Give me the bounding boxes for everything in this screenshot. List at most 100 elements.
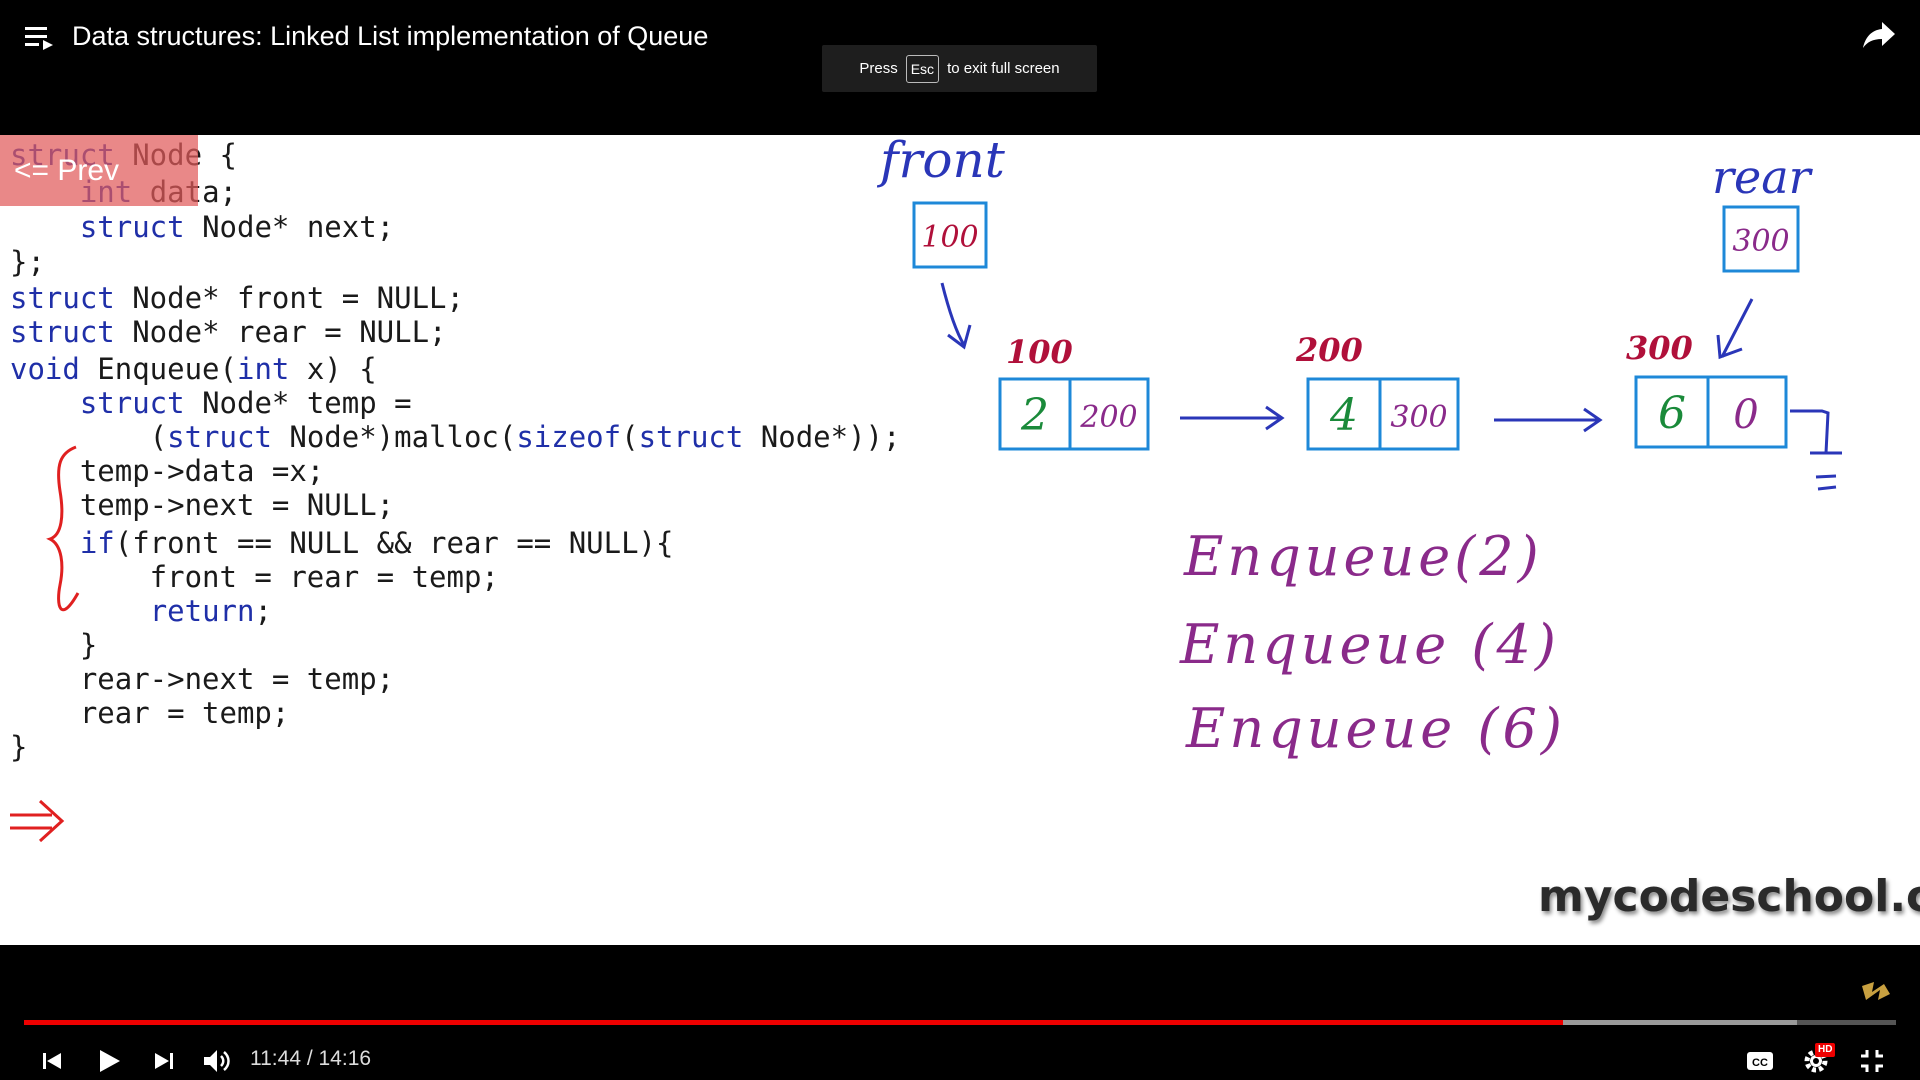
code-line: struct Node* front = NULL;: [10, 278, 464, 318]
video-frame[interactable]: struct Node { int data; struct Node* nex…: [0, 135, 1920, 945]
code-keyword: sizeof: [516, 420, 622, 454]
video-title[interactable]: Data structures: Linked List implementat…: [72, 21, 709, 51]
node-2-data: 4: [1329, 390, 1358, 441]
prev-button[interactable]: <= Prev: [0, 135, 198, 206]
code-text: }: [10, 628, 98, 662]
exit-fullscreen-icon[interactable]: [1856, 1045, 1888, 1077]
code-line: if(front == NULL && rear == NULL){: [10, 523, 674, 563]
code-line: struct Node* rear = NULL;: [10, 312, 447, 352]
null-ground-symbol: [1790, 409, 1842, 491]
time-display: 11:44 / 14:16: [250, 1047, 372, 1070]
operation-2: Enqueue (4): [1179, 613, 1560, 676]
hd-badge: HD: [1815, 1043, 1836, 1057]
front-arrow: [940, 282, 972, 350]
code-line: }: [10, 625, 97, 665]
code-text: Enqueue(: [79, 352, 237, 386]
code-line: rear->next = temp;: [10, 659, 394, 699]
red-arrow-annotation: [10, 799, 65, 843]
toast-suffix-text: to exit full screen: [947, 60, 1060, 77]
channel-logo-icon[interactable]: [1858, 978, 1894, 1006]
node-3-data: 6: [1658, 388, 1686, 439]
node-2-next: 300: [1390, 400, 1447, 435]
code-line: rear = temp;: [10, 693, 290, 733]
code-text: temp->next = NULL;: [10, 488, 395, 522]
operation-1: Enqueue(2): [1183, 525, 1543, 588]
code-text: front = rear = temp;: [10, 560, 499, 594]
share-arrow-icon[interactable]: [1862, 20, 1896, 50]
code-text: (front == NULL && rear == NULL){: [114, 526, 674, 560]
code-text: Node*)malloc(: [271, 420, 517, 454]
node-3-address: 300: [1626, 329, 1693, 367]
skip-previous-icon[interactable]: [36, 1045, 68, 1077]
rear-label: rear: [1712, 150, 1814, 204]
code-keyword: struct: [79, 210, 185, 244]
whiteboard-diagram: front 100 rear 300 100 2 200 200 4 300 3…: [10, 135, 1842, 843]
player-controls: 11:44 / 14:16 CC HD: [0, 945, 1920, 1080]
top-bar: Data structures: Linked List implementat…: [0, 0, 1920, 135]
volume-icon[interactable]: [200, 1045, 232, 1077]
code-line: front = rear = temp;: [10, 557, 499, 597]
code-text: ;: [254, 594, 272, 628]
code-text: temp->data =x;: [10, 454, 325, 488]
code-line: };: [10, 242, 45, 282]
code-keyword: if: [79, 526, 115, 560]
code-text: rear->next = temp;: [10, 662, 395, 696]
code-text: Node*));: [743, 420, 901, 454]
code-text: x) {: [289, 352, 377, 386]
code-line: temp->next = NULL;: [10, 485, 394, 525]
progress-played: [24, 1020, 1563, 1025]
svg-text:CC: CC: [1752, 1057, 1768, 1069]
code-line: (struct Node*)malloc(sizeof(struct Node*…: [10, 417, 901, 457]
code-keyword: struct: [638, 420, 744, 454]
node-3-next: 0: [1733, 392, 1758, 438]
rear-value: 300: [1732, 224, 1789, 259]
link-arrow-2: [1494, 407, 1603, 433]
rear-box: [1722, 205, 1800, 273]
node-1-box: [998, 377, 1150, 451]
link-arrow-1: [1180, 405, 1285, 431]
rear-arrow: [1716, 298, 1754, 360]
code-line: }: [10, 727, 27, 767]
code-line: struct Node* next;: [10, 207, 394, 247]
progress-bar[interactable]: [24, 1020, 1896, 1025]
code-line: void Enqueue(int x) {: [10, 349, 377, 389]
toast-esc-key: Esc: [905, 54, 940, 83]
code-keyword: struct: [167, 420, 272, 454]
front-box: [912, 201, 988, 269]
play-icon[interactable]: [92, 1045, 124, 1077]
watermark: mycodeschool.com: [1538, 871, 1920, 922]
code-text: (: [10, 420, 168, 454]
front-value: 100: [921, 220, 978, 255]
node-1-next: 200: [1079, 400, 1137, 435]
node-3-box: [1634, 375, 1788, 449]
code-keyword: struct: [79, 386, 185, 420]
code-text: Node* rear = NULL;: [114, 315, 447, 349]
playlist-menu-icon[interactable]: [24, 24, 54, 50]
front-label: front: [876, 135, 1006, 189]
node-1-data: 2: [1020, 390, 1049, 441]
code-text: }: [10, 730, 28, 764]
fullscreen-toast: Press Esc to exit full screen: [822, 45, 1097, 92]
code-keyword: struct: [10, 281, 115, 315]
toast-press-text: Press: [859, 60, 898, 77]
skip-next-icon[interactable]: [148, 1045, 180, 1077]
code-line: struct Node* temp =: [10, 383, 412, 423]
code-keyword: return: [149, 594, 255, 628]
code-text: Node* next;: [184, 210, 395, 244]
code-text: Node* front = NULL;: [114, 281, 464, 315]
node-1-address: 100: [1006, 333, 1073, 371]
code-keyword: void: [10, 352, 80, 386]
code-text: (: [621, 420, 639, 454]
code-line: temp->data =x;: [10, 451, 324, 491]
red-brace-annotation: [46, 445, 80, 612]
code-text: };: [10, 245, 45, 279]
code-text: rear = temp;: [10, 696, 290, 730]
code-line: return;: [10, 591, 272, 631]
node-2-address: 200: [1295, 331, 1363, 369]
code-keyword: struct: [10, 315, 115, 349]
operation-3: Enqueue (6): [1185, 697, 1566, 760]
node-2-box: [1306, 377, 1460, 451]
code-keyword: int: [236, 352, 290, 386]
code-text: Node* temp =: [184, 386, 412, 420]
closed-captions-icon[interactable]: CC: [1744, 1045, 1776, 1077]
